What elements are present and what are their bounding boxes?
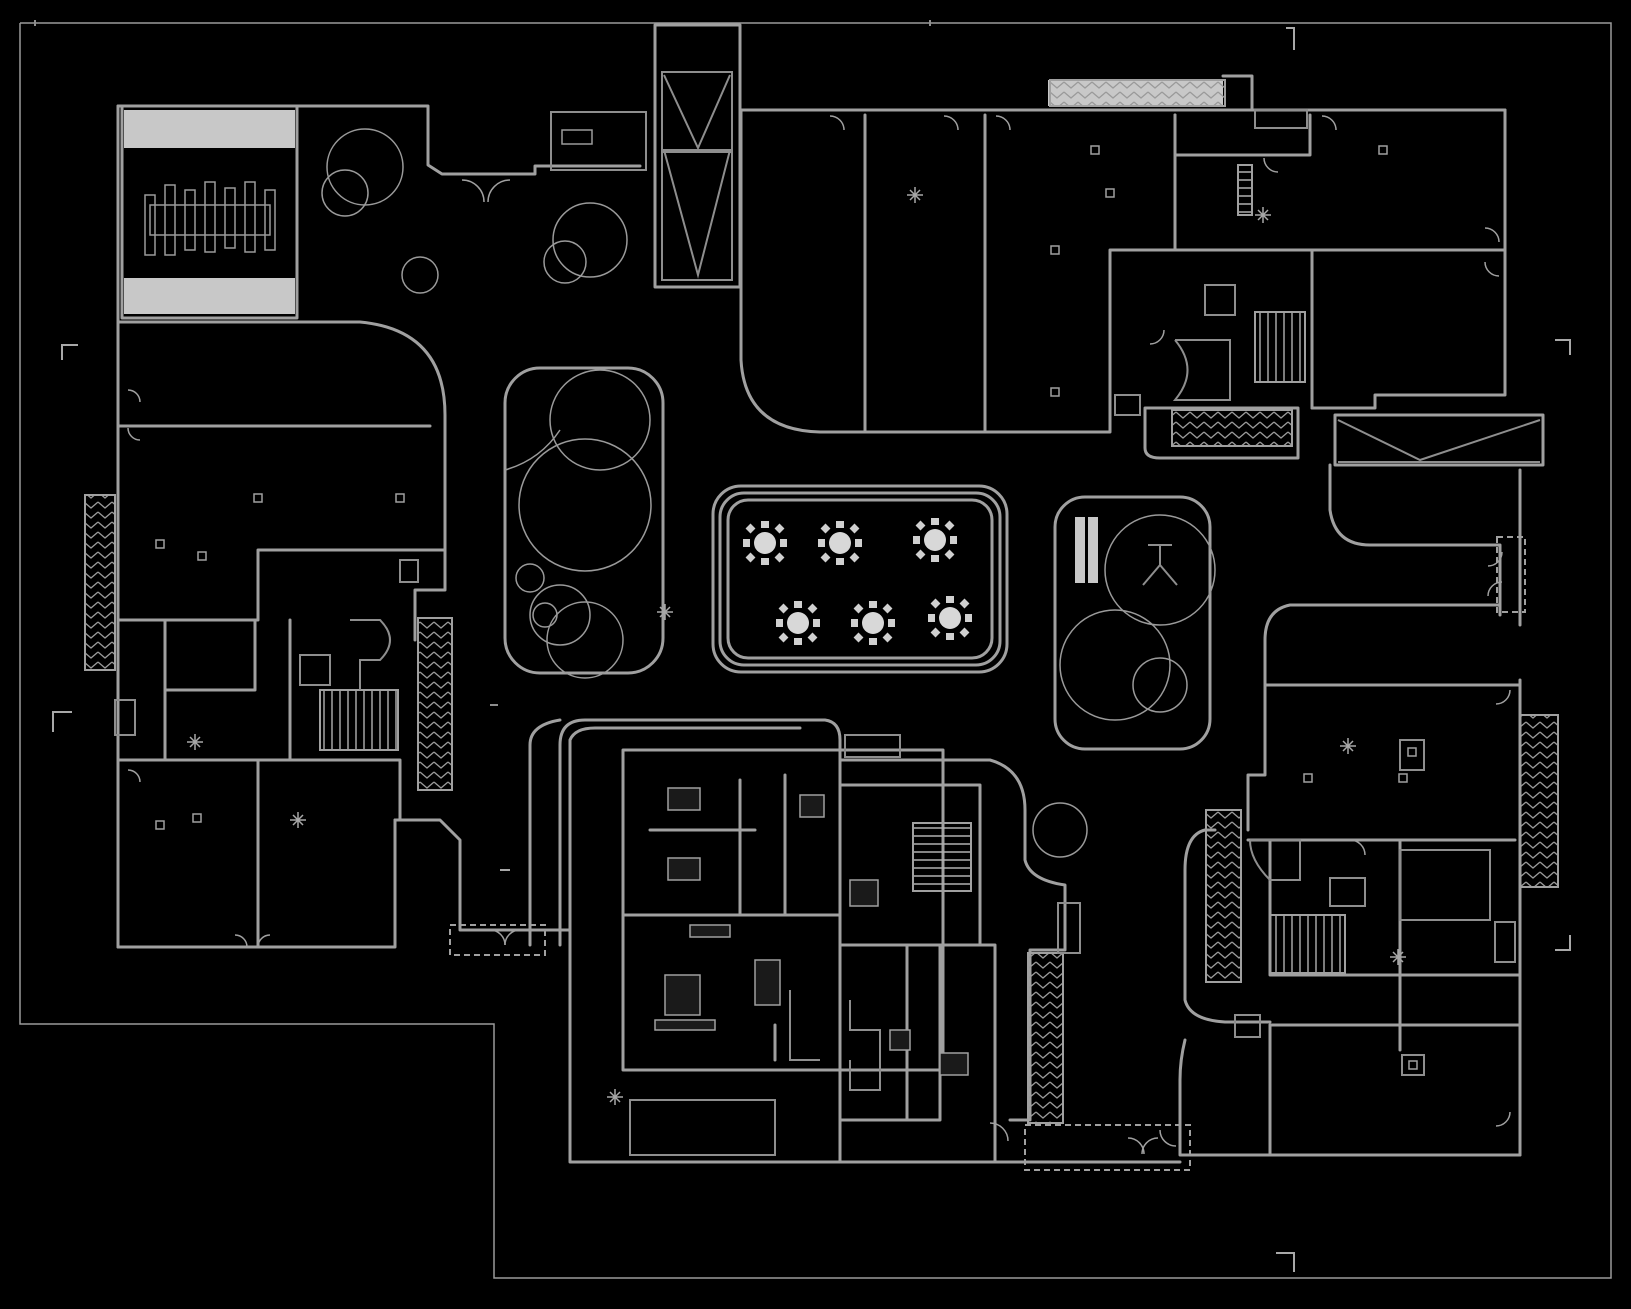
east-building (1178, 463, 1559, 1157)
northeast-building (739, 74, 1545, 467)
site-boundary (19, 22, 1612, 1279)
central-garden (503, 366, 1216, 751)
west-columns (155, 493, 405, 830)
south-central-building (449, 718, 1191, 1171)
north-ramp (653, 23, 742, 289)
dining-tables (743, 518, 972, 645)
site-markers (34, 20, 931, 706)
west-building (84, 104, 647, 949)
corner-marks (52, 27, 1571, 1272)
